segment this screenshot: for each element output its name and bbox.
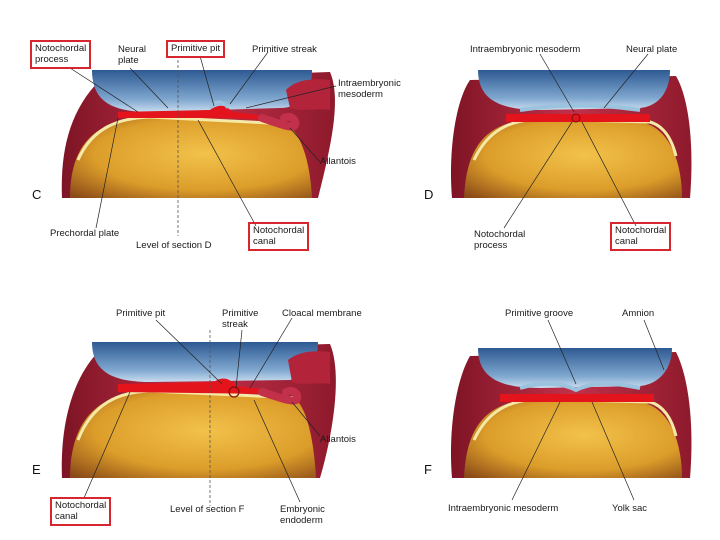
f-yolk-sac-label: Yolk sac [612, 503, 648, 514]
d-neural-plate-label: Neural plate [626, 44, 678, 55]
panel-e-connecting-stalk [288, 351, 330, 384]
panel-d-yolk-sac [464, 120, 682, 198]
panel-e-yolk-sac [70, 392, 316, 478]
panel-f-amniotic-cavity [478, 348, 672, 388]
panel-e-illustration [61, 317, 336, 506]
f-primitive-groove-label: Primitive groove [505, 308, 574, 319]
c-intraembryonic-mesoderm-label: Intraembryonic mesoderm [338, 78, 401, 100]
panel-d-notochordal-canal [571, 113, 581, 123]
panel-c-primitive-pit [208, 100, 230, 109]
panel-e-letter: E [32, 462, 41, 477]
panel-c-allantois [258, 113, 300, 131]
panel-e-allantois [258, 387, 302, 405]
d-notochordal-process-label: Notochordal process [474, 229, 526, 251]
panel-f-letter: F [424, 462, 432, 477]
panel-f-illustration [450, 319, 692, 501]
c-primitive-streak-label: Primitive streak [252, 44, 317, 55]
panel-d-illustration [450, 53, 692, 229]
e-notochordal-canal-label: Notochordal canal [50, 497, 112, 526]
panel-d-amniotic-cavity [478, 70, 670, 110]
c-notochordal-canal-label: Notochordal canal [248, 222, 310, 251]
c-level-of-section-label: Level of section D [136, 240, 212, 251]
panel-d-letter: D [424, 187, 434, 202]
panel-e-primitive-pit [228, 386, 240, 398]
panel-e-notochordal-canal [118, 378, 270, 394]
c-allantois-label: Allantois [320, 156, 356, 167]
e-cloacal-membrane-label: Cloacal membrane [282, 308, 362, 319]
e-embryonic-endoderm-label: Embryonic endoderm [280, 504, 325, 526]
panel-f-yolk-sac [464, 400, 682, 478]
panel-d-neural-plate [519, 103, 641, 112]
panel-f-primitive-groove [519, 381, 641, 393]
panel-e-amniotic-cavity [92, 342, 318, 382]
f-amnion-label: Amnion [622, 308, 655, 319]
panel-c-connecting-stalk [286, 79, 330, 110]
c-prechordal-plate-label: Prechordal plate [50, 228, 120, 239]
e-allantois-label: Allantois [320, 434, 356, 445]
c-notochordal-process-label: Notochordal process [30, 40, 92, 69]
d-intraembryonic-mesoderm-label: Intraembryonic mesoderm [470, 44, 581, 55]
panel-c-amniotic-cavity [92, 70, 312, 112]
d-notochordal-canal-label: Notochordal canal [610, 222, 672, 251]
panel-f-mesoderm [500, 394, 654, 402]
c-neural-plate-label: Neural plate [118, 44, 146, 66]
e-primitive-pit-label: Primitive pit [116, 308, 166, 319]
panel-c-letter: C [32, 187, 42, 202]
panel-c-notochordal-process [118, 105, 268, 120]
e-primitive-streak-label: Primitive streak [222, 308, 259, 330]
panel-c-illustration [61, 51, 337, 236]
f-intraembryonic-mesoderm-label: Intraembryonic mesoderm [448, 503, 559, 514]
panel-c-yolk-sac [70, 118, 312, 198]
c-primitive-pit-label: Primitive pit [166, 40, 226, 58]
e-level-of-section-label: Level of section F [170, 504, 245, 515]
